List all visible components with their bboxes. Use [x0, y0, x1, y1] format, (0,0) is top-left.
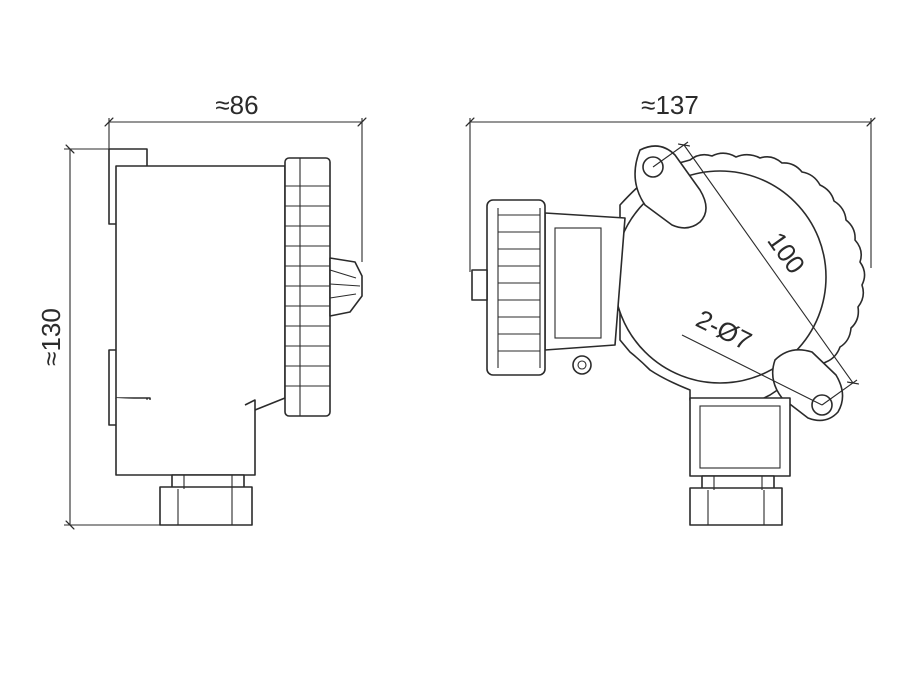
front-neck: [689, 397, 791, 477]
side-ribbed-cap: [284, 157, 331, 417]
side-neck: [115, 398, 256, 476]
front-cable-gland: [689, 475, 783, 526]
front-view: [471, 145, 866, 526]
side-dimension-height: ≈130: [36, 149, 160, 525]
front-small-tab: [572, 355, 592, 375]
side-width-label: ≈86: [215, 90, 258, 120]
side-cable-gland: [159, 474, 253, 526]
side-view: [108, 148, 363, 526]
height-label: ≈130: [36, 308, 66, 366]
side-knob: [329, 257, 363, 317]
front-dimension-width: ≈137: [470, 90, 871, 272]
side-body: [115, 165, 286, 411]
front-ribbed-cap: [471, 199, 546, 376]
front-width-label: ≈137: [641, 90, 699, 120]
front-connector-box: [544, 212, 626, 351]
side-dimension-width: ≈86: [109, 90, 362, 262]
